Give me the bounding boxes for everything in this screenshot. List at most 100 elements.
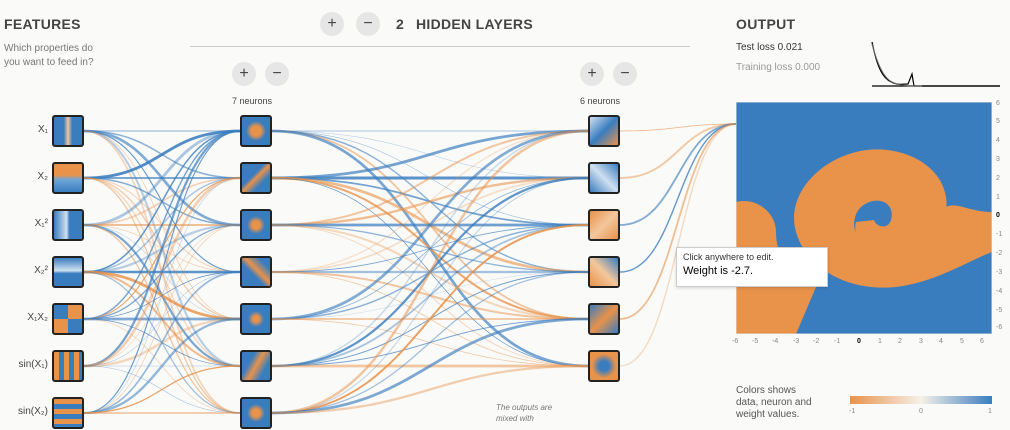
connection-layer1-layer2[interactable] (271, 176, 589, 227)
connection-input-layer1[interactable] (83, 224, 241, 414)
feature-node-x2-squared[interactable] (52, 256, 84, 288)
feature-node-sin-x2[interactable] (52, 397, 84, 429)
layer1-neuron-2[interactable] (240, 162, 272, 194)
feature-node-x1[interactable] (52, 115, 84, 147)
connection-layer1-layer2[interactable] (271, 364, 589, 415)
add-layer-button[interactable]: + (320, 12, 344, 36)
layer2-neuron-1[interactable] (588, 115, 620, 147)
connection-input-layer1[interactable] (83, 271, 241, 320)
x-axis-tick: -3 (793, 338, 800, 345)
layer1-neuron-6[interactable] (240, 350, 272, 382)
test-loss-text: Test loss 0.021 (736, 42, 803, 53)
color-legend-text-line3: weight values. (736, 409, 800, 420)
connection-layer1-layer2[interactable] (271, 177, 589, 320)
y-axis-tick: -3 (996, 269, 1003, 276)
connection-layer2-output[interactable] (619, 123, 737, 179)
remove-layer-button[interactable]: − (356, 12, 380, 36)
layer1-remove-neuron-button[interactable]: − (265, 62, 289, 86)
connection-layer1-layer2[interactable] (271, 317, 589, 415)
connection-layer1-layer2[interactable] (271, 130, 589, 273)
feature-node-x1x2[interactable] (52, 303, 84, 335)
x-axis-tick: -1 (834, 338, 841, 345)
connection-layer1-layer2[interactable] (271, 271, 589, 320)
feature-label-sin-x1: sin(X₁) (18, 359, 49, 370)
x-axis-tick: 3 (919, 338, 923, 345)
connection-input-layer1[interactable] (83, 177, 241, 414)
connection-input-layer1[interactable] (83, 365, 241, 414)
connection-input-layer1[interactable] (83, 224, 241, 367)
connection-layer1-layer2[interactable] (271, 129, 589, 321)
connection-input-layer1[interactable] (83, 130, 241, 273)
connection-layer2-output[interactable] (619, 123, 737, 273)
connection-input-layer1[interactable] (83, 129, 241, 368)
layer1-neuron-7[interactable] (240, 397, 272, 429)
output-title: OUTPUT (736, 16, 796, 32)
features-subtitle-line2: you want to feed in? (4, 57, 94, 68)
connection-layer2-output[interactable] (619, 123, 737, 320)
connection-input-layer1[interactable] (83, 130, 241, 320)
layer1-add-neuron-button[interactable]: + (232, 62, 256, 86)
connection-layer1-layer2[interactable] (271, 271, 589, 414)
weight-tooltip-hint: Click anywhere to edit. (683, 252, 774, 262)
layer2-neuron-2[interactable] (588, 162, 620, 194)
loss-curve-test (871, 41, 1000, 87)
color-legend-text-line1: Colors shows (736, 385, 797, 396)
feature-node-x1-squared[interactable] (52, 209, 84, 241)
y-axis-tick: 0 (996, 212, 1000, 219)
output-mix-note: The outputs are mixed with (496, 402, 552, 424)
loss-curve-train (871, 43, 923, 87)
y-axis-tick: -5 (996, 307, 1003, 314)
connection-input-layer1[interactable] (83, 317, 241, 415)
connection-layer1-layer2[interactable] (271, 271, 589, 320)
layer2-neuron-4[interactable] (588, 256, 620, 288)
hidden-layers-divider (190, 46, 690, 47)
connection-layer1-layer2[interactable] (271, 130, 589, 367)
loss-curve-chart (871, 41, 1000, 87)
connection-layer1-layer2[interactable] (271, 224, 589, 367)
feature-node-sin-x1[interactable] (52, 350, 84, 382)
color-legend-text: Colors shows data, neuron and weight val… (736, 385, 812, 421)
x-axis-tick: 0 (857, 338, 861, 345)
connection-layer2-output[interactable] (619, 123, 737, 367)
connection-input-layer1[interactable] (83, 130, 241, 414)
color-legend-tick-mid: 0 (919, 408, 923, 415)
layer2-neuron-3[interactable] (588, 209, 620, 241)
connection-layer1-layer2[interactable] (271, 129, 589, 415)
y-axis-tick: -6 (996, 324, 1003, 331)
connection-layer1-layer2[interactable] (271, 129, 589, 180)
color-legend-bar (850, 396, 992, 404)
connection-layer1-layer2[interactable] (271, 318, 589, 367)
layer1-neuron-3[interactable] (240, 209, 272, 241)
x-axis-tick: 1 (878, 338, 882, 345)
layer2-neuron-5[interactable] (588, 303, 620, 335)
weight-tooltip: Click anywhere to edit. Weight is -2.7. (676, 247, 828, 287)
layer1-neuron-4[interactable] (240, 256, 272, 288)
feature-label-x1: X₁ (37, 124, 48, 135)
connection-input-layer1[interactable] (83, 129, 241, 227)
layer1-neuron-5[interactable] (240, 303, 272, 335)
y-axis-tick: -1 (996, 231, 1003, 238)
weight-tooltip-value: Weight is -2.7. (683, 265, 754, 277)
hidden-layers-count: 2 (396, 16, 405, 32)
output-heatmap[interactable] (736, 102, 992, 334)
connection-layer2-output[interactable] (619, 123, 737, 132)
output-mix-note-line1: The outputs are (496, 403, 553, 412)
layer2-add-neuron-button[interactable]: + (580, 62, 604, 86)
connection-input-layer1[interactable] (83, 271, 241, 414)
connection-layer2-output[interactable] (619, 123, 737, 226)
connection-layer1-layer2[interactable] (271, 129, 589, 227)
connection-layer1-layer2[interactable] (271, 224, 589, 414)
output-mix-note-line2: mixed with (496, 414, 534, 423)
feature-label-x2-squared: X₂² (34, 265, 48, 276)
feature-label-x1x2: X₁X₂ (27, 312, 48, 323)
y-axis-tick: 2 (996, 175, 1000, 182)
feature-node-x2[interactable] (52, 162, 84, 194)
layer2-remove-neuron-button[interactable]: − (613, 62, 637, 86)
layer2-neuron-6[interactable] (588, 350, 620, 382)
output-x-axis: -6 -5 -4 -3 -2 -1 0 1 2 3 4 5 6 (732, 338, 994, 350)
connection-layer1-layer2[interactable] (271, 177, 589, 414)
connection-input-layer1[interactable] (83, 129, 241, 180)
layer1-neuron-1[interactable] (240, 115, 272, 147)
color-legend-text-line2: data, neuron and (736, 397, 812, 408)
